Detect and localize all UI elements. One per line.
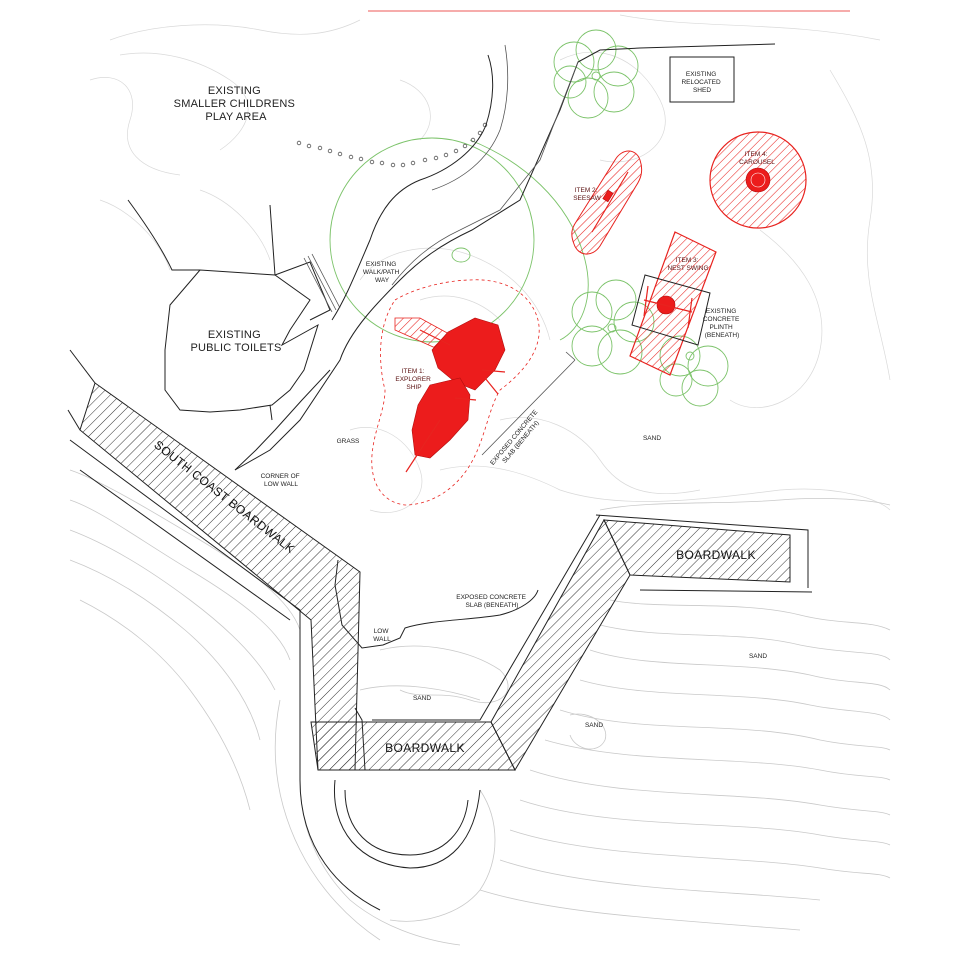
dotted-boundary: [296, 122, 488, 168]
label-item-1: ITEM 1: EXPLORER SHIP: [395, 368, 432, 391]
relocated-shed: [669, 56, 735, 103]
label-item-2: ITEM 2: SEESAW: [573, 187, 601, 202]
label-public-toilets: EXISTING PUBLIC TOILETS: [190, 329, 281, 354]
label-sand-4: SAND: [585, 722, 603, 729]
site-linework: [127, 43, 776, 649]
label-walkway: EXISTING WALK/PATH WAY: [363, 261, 401, 284]
label-item-3: ITEM 3: NEST SWING: [667, 257, 708, 272]
label-low-wall: LOW WALL: [373, 628, 391, 643]
label-sand-2: SAND: [749, 653, 767, 660]
label-relocated-shed: EXISTING RELOCATED SHED: [681, 71, 722, 94]
boardwalk: [67, 349, 813, 911]
label-item-4: ITEM 4: CAROUSEL: [739, 151, 775, 166]
label-boardwalk-south: BOARDWALK: [385, 741, 465, 755]
label-sand-3: SAND: [413, 695, 431, 702]
label-grass: GRASS: [337, 438, 360, 445]
label-concrete-slab-lower: EXPOSED CONCRETE SLAB (BENEATH): [456, 594, 528, 609]
label-corner-low-wall: CORNER OF LOW WALL: [261, 473, 302, 488]
label-boardwalk-east: BOARDWALK: [676, 548, 756, 562]
label-smaller-play-area: EXISTING SMALLER CHILDRENS PLAY AREA: [174, 85, 299, 123]
proposed-items: [371, 131, 807, 506]
label-sand-1: SAND: [643, 435, 661, 442]
label-concrete-plinth: EXISTING CONCRETE PLINTH (BENEATH): [703, 308, 741, 339]
